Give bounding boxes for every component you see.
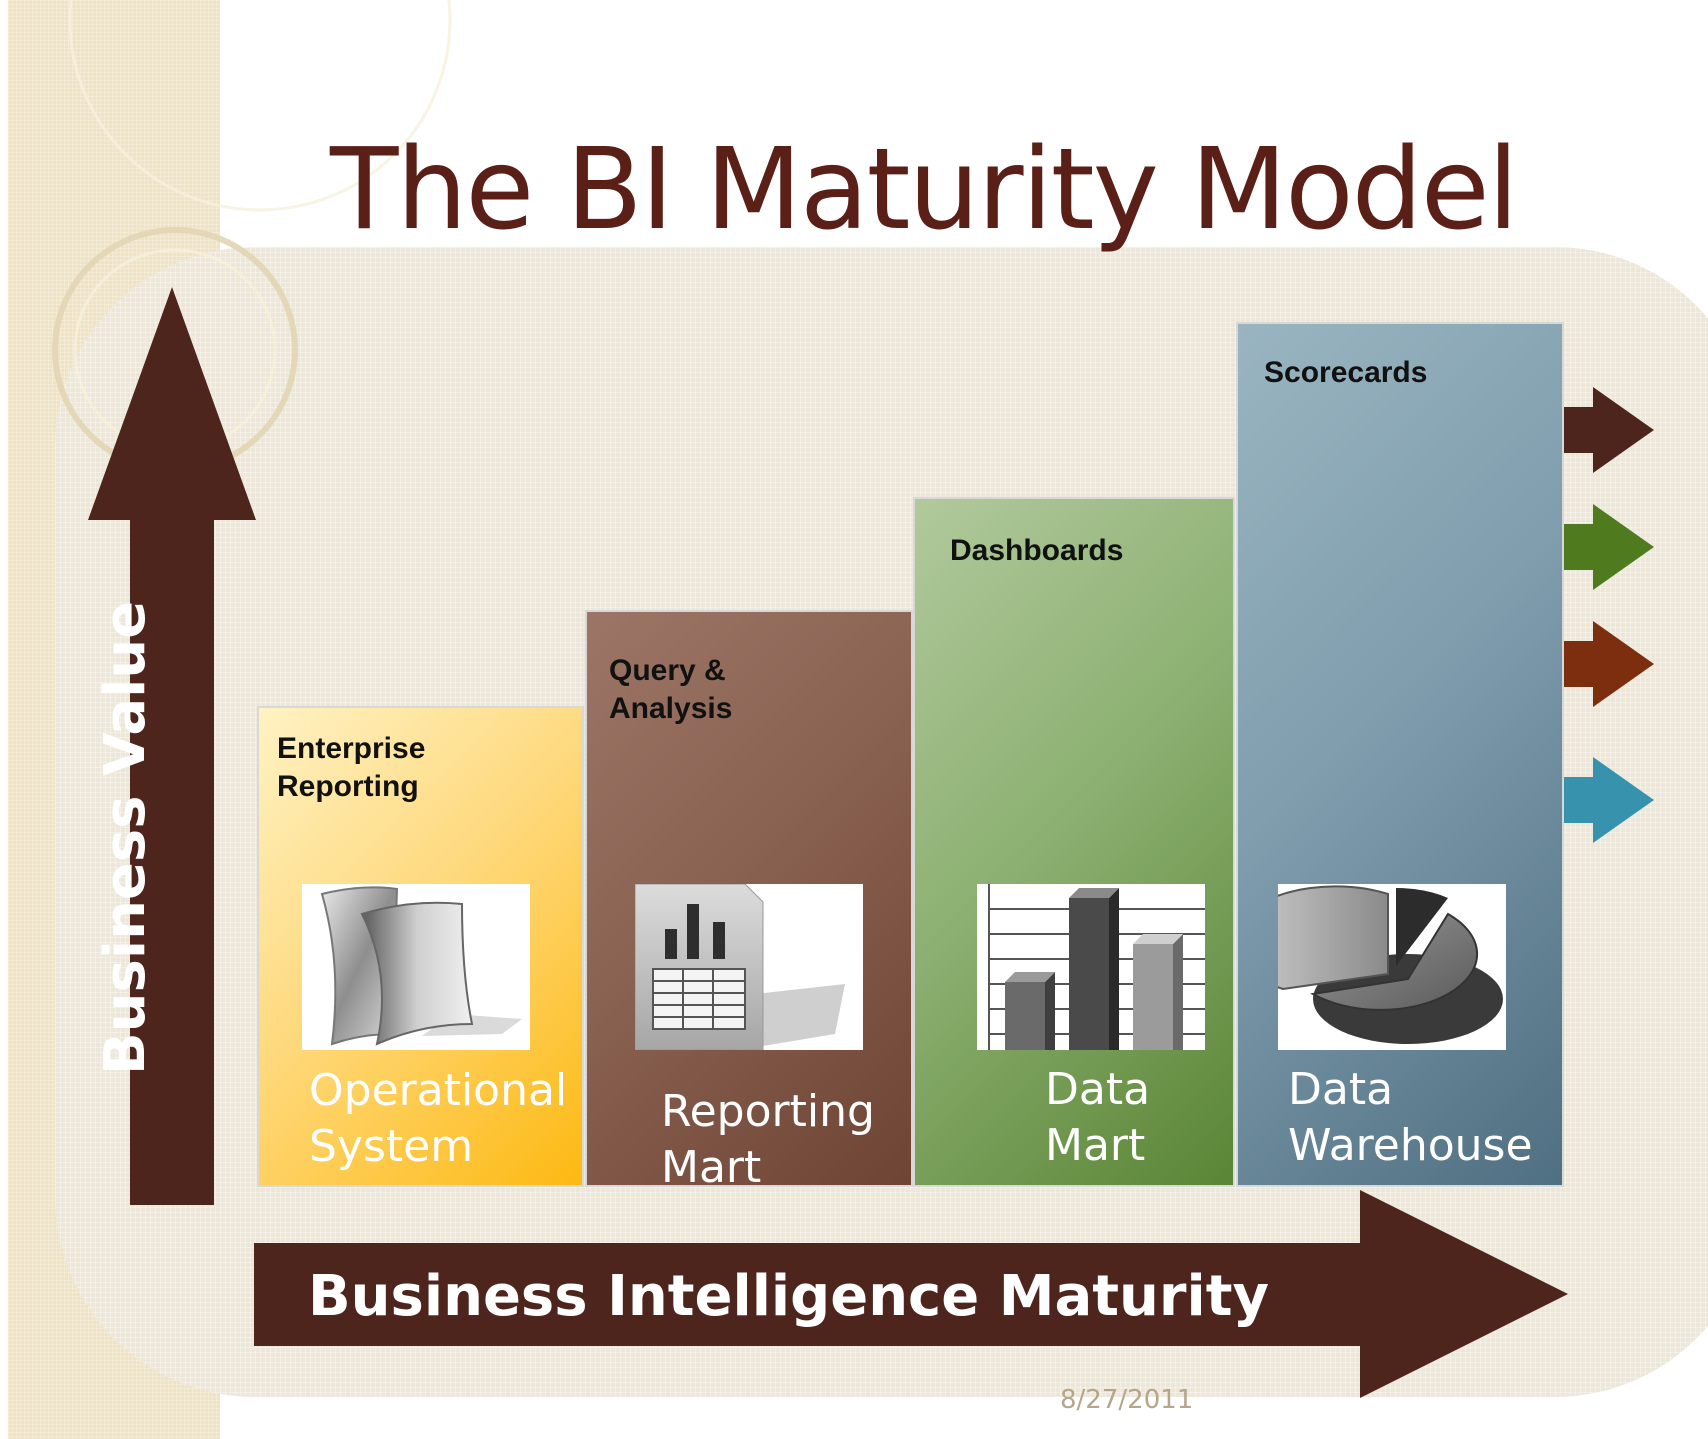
stage-tool-label: Enterprise Reporting [277,732,426,803]
stage-name-label: Data Mart [1045,1064,1151,1171]
stage-tool-label: Query & Analysis [609,654,733,725]
slide-title: The BI Maturity Model [330,125,1519,255]
arrow-right-icon [1564,757,1654,843]
x-axis-label: Business Intelligence Maturity [308,1264,1269,1329]
folders-icon [302,884,530,1050]
stage-name-label: Operational System [309,1065,568,1172]
pie-chart-icon [1278,884,1506,1050]
stage-name-label: Reporting Mart [661,1086,875,1193]
stage-name-label: Data Warehouse [1288,1064,1533,1171]
arrow-right-icon [1564,621,1654,707]
stage-tool-label: Dashboards [950,534,1124,567]
arrow-right-icon [1564,387,1654,473]
x-axis-arrow [254,1190,1568,1398]
stage-bar-reporting-mart: Query & Analysis Reporting Mart [585,610,913,1193]
footer-date: 8/27/2011 [1060,1385,1194,1415]
stage-bar-operational-system: Enterprise Reporting Operational System [257,706,584,1187]
y-axis-arrow [88,287,256,1205]
stage-bar-data-warehouse: Scorecards Data Warehouse [1236,322,1564,1187]
arrow-right-icon [1564,504,1654,590]
bar-chart-icon [977,884,1205,1050]
report-document-icon [635,884,863,1050]
y-axis-label: Business Value [93,600,158,1075]
stage-bar-data-mart: Dashboards Data Mart [913,497,1235,1187]
stage-tool-label: Scorecards [1264,356,1428,389]
